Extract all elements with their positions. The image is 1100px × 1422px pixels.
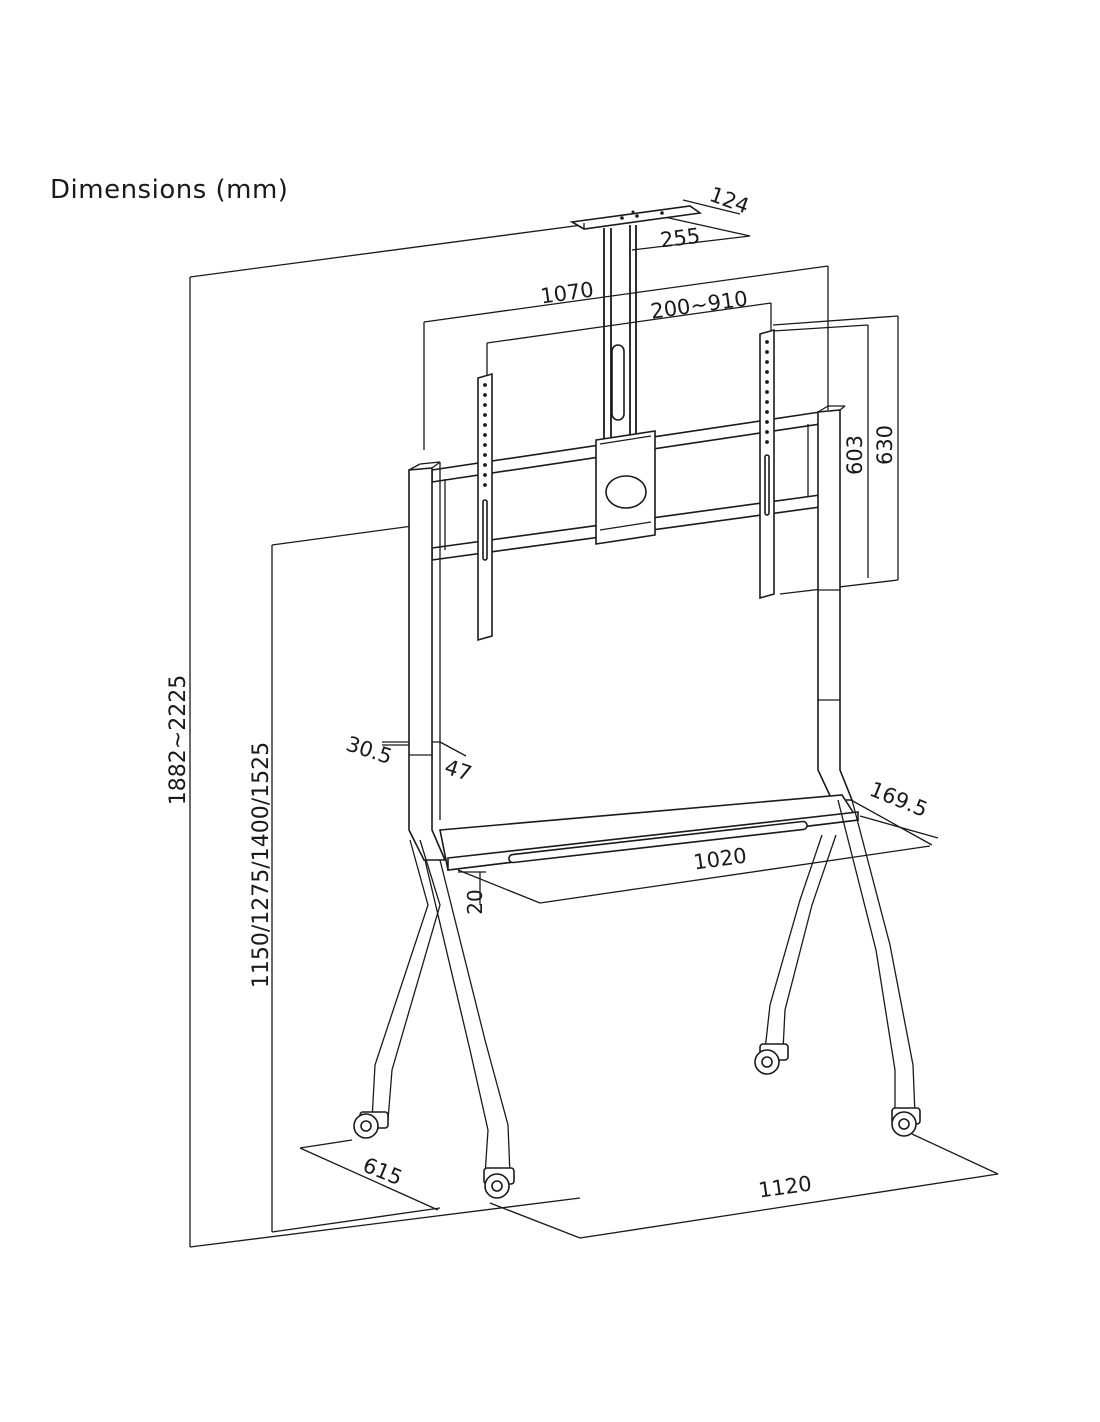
caster-right-front (891, 1107, 921, 1137)
camera-shelf (569, 205, 703, 440)
mount-hole (765, 430, 769, 434)
casters (353, 1043, 921, 1199)
caster-left-front (483, 1167, 515, 1199)
mount-hole (483, 423, 487, 427)
vesa-bracket-left (477, 372, 493, 642)
label-vesa-vertical-603: 603 (843, 435, 867, 475)
caster-left-rear (353, 1111, 389, 1139)
label-total-height: 1882~2225 (166, 675, 191, 805)
label-tray-depth: 169.5 (866, 777, 931, 822)
mount-hole (483, 453, 487, 457)
mount-hole (483, 473, 487, 477)
label-upright-depth: 30.5 (343, 732, 395, 769)
label-vesa-horizontal: 200~910 (649, 286, 749, 323)
label-camera-shelf-width: 255 (659, 224, 702, 253)
label-camera-shelf-depth: 124 (706, 182, 752, 218)
mount-hole (765, 420, 769, 424)
dimension-lines (189, 199, 999, 1248)
left-upright (408, 461, 447, 861)
mount-hole (483, 403, 487, 407)
caster-right-rear (754, 1043, 789, 1075)
mount-hole (765, 410, 769, 414)
vesa-bracket-right (759, 328, 775, 600)
label-upright-width: 47 (442, 755, 475, 786)
label-pole-width: 1070 (539, 278, 595, 309)
mount-hole (765, 440, 769, 444)
tray (439, 794, 860, 871)
label-tray-width: 1020 (692, 844, 748, 875)
center-carriage (595, 430, 656, 545)
mount-slot (482, 499, 488, 561)
label-base-width: 1120 (757, 1172, 813, 1203)
mount-hole (765, 340, 769, 344)
mount-hole (765, 390, 769, 394)
mount-hole (765, 360, 769, 364)
label-tray-lip: 20 (463, 889, 487, 914)
label-vesa-vertical-630: 630 (873, 425, 897, 465)
mount-hole (483, 483, 487, 487)
mount-hole (483, 383, 487, 387)
mount-hole (483, 443, 487, 447)
mount-hole (765, 370, 769, 374)
legs (371, 799, 916, 1176)
dimension-labels: 1882~2225 1150/1275/1400/1525 1070 200~9… (166, 182, 931, 1202)
mount-hole (483, 463, 487, 467)
page-title: Dimensions (mm) (50, 175, 289, 205)
label-mount-height: 1150/1275/1400/1525 (249, 742, 274, 988)
mount-hole (765, 380, 769, 384)
mount-hole (483, 433, 487, 437)
mount-slot (764, 454, 770, 516)
mount-hole (483, 413, 487, 417)
mount-hole (483, 393, 487, 397)
mount-hole (765, 350, 769, 354)
mount-hole (765, 400, 769, 404)
